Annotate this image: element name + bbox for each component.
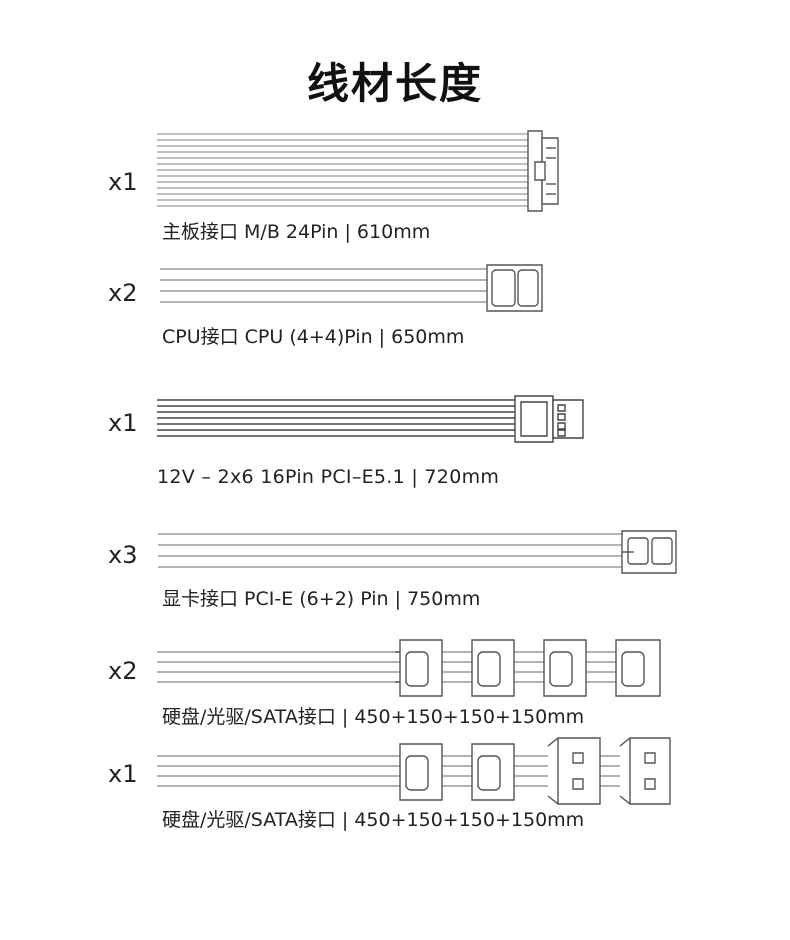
cable-pcie-quantity: x3 <box>108 541 138 569</box>
molex-connector-icon <box>620 738 670 804</box>
cable-cpu-diagram <box>0 262 790 318</box>
cable-sata2-label: 硬盘/光驱/SATA接口 | 450+150+150+150mm <box>162 809 585 831</box>
cable-pcie-diagram <box>0 528 790 580</box>
sata-connector-icon <box>544 640 586 696</box>
atx-24pin-connector-icon <box>528 131 558 211</box>
cable-mb-label: 主板接口 M/B 24Pin | 610mm <box>162 221 431 243</box>
page-title: 线材长度 <box>306 59 483 108</box>
cable-pcie5-quantity: x1 <box>108 409 138 437</box>
cable-pcie5-diagram <box>0 392 790 452</box>
cable-mb-diagram <box>0 128 790 218</box>
cable-sata1-diagram <box>0 636 790 700</box>
pcie-6-2-connector-icon <box>622 531 676 573</box>
sata-connector-icon <box>400 744 442 800</box>
cable-sata1-label: 硬盘/光驱/SATA接口 | 450+150+150+150mm <box>162 706 585 728</box>
sata-connector-icon <box>472 640 514 696</box>
cable-cpu-quantity: x2 <box>108 279 138 307</box>
molex-connector-icon <box>548 738 600 804</box>
12v-2x6-connector-icon <box>515 396 583 442</box>
cable-pcie5-label: 12V – 2x6 16Pin PCI–E5.1 | 720mm <box>157 466 500 488</box>
cable-pcie5-wires <box>157 400 515 436</box>
cable-cpu-label: CPU接口 CPU (4+4)Pin | 650mm <box>162 326 465 348</box>
cable-pcie-wires <box>158 534 622 567</box>
cable-pcie-label: 显卡接口 PCI-E (6+2) Pin | 750mm <box>162 588 481 610</box>
sata-connector-icon <box>472 744 514 800</box>
cpu-8pin-connector-icon <box>487 265 542 311</box>
sata-connector-icon <box>616 640 660 696</box>
cable-mb-quantity: x1 <box>108 168 138 196</box>
cable-cpu-wires <box>160 269 487 302</box>
cable-sata2-quantity: x1 <box>108 760 138 788</box>
sata-connector-icon <box>395 640 442 696</box>
cable-mb-wires <box>157 134 528 206</box>
cable-sata1-quantity: x2 <box>108 657 138 685</box>
cable-sata2-diagram <box>0 736 790 806</box>
